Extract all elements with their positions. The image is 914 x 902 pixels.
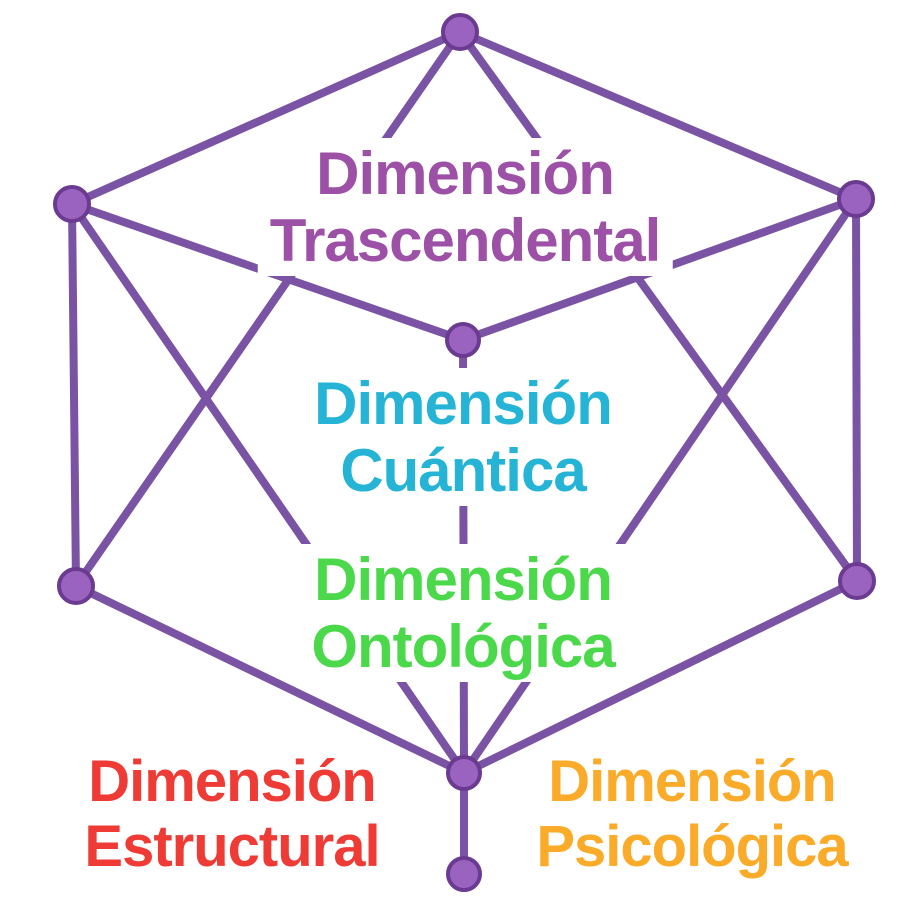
edge-top-upper-right (456, 28, 860, 203)
label-line-2: Cuántica (340, 437, 586, 505)
edge-lower-left-bottom (72, 582, 468, 777)
label-line-2: Trascendental (269, 207, 662, 275)
label-line-1: Dimensión (548, 749, 837, 814)
label-dimension-ontologica: Dimensión Ontológica (299, 544, 627, 683)
edge-lower-right-bottom (460, 577, 861, 777)
node-lower-left (57, 567, 95, 605)
node-upper-right (837, 180, 875, 218)
label-dimension-cuantica: Dimensión Cuántica (302, 368, 624, 507)
node-upper-left (53, 185, 91, 223)
node-middle (445, 322, 481, 358)
node-bottom (446, 755, 482, 791)
label-dimension-estructural: Dimensión Estructural (72, 748, 392, 882)
label-line-1: Dimensión (314, 370, 613, 437)
edge-top-upper-left (68, 28, 464, 208)
node-top (441, 13, 479, 51)
label-line-1: Dimensión (316, 140, 615, 207)
node-group (53, 13, 876, 892)
label-dimension-psicologica: Dimensión Psicológica (524, 748, 860, 882)
edge-right-vertical (852, 195, 861, 585)
edge-top-lower-left (72, 28, 464, 590)
label-dimension-trascendental: Dimensión Trascendental (257, 138, 673, 277)
node-bottom-apex (446, 856, 482, 892)
edge-top-lower-right (456, 28, 861, 585)
label-line-1: Dimensión (314, 546, 613, 613)
label-line-1: Dimensión (88, 749, 377, 814)
label-line-2: Ontológica (311, 613, 615, 681)
label-line-2: Psicológica (536, 813, 848, 879)
label-line-2: Estructural (84, 813, 380, 879)
node-lower-right (838, 562, 876, 600)
edge-left-vertical (68, 200, 80, 590)
